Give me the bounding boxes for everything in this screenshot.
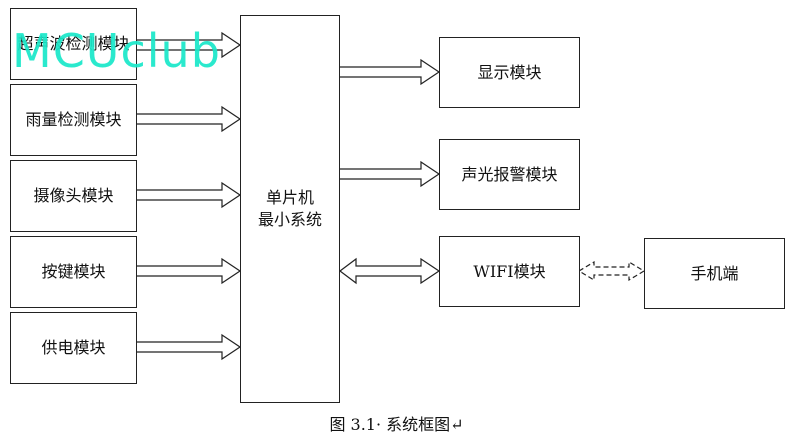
camera-module-box: 摄像头模块 — [10, 160, 137, 232]
alarm-module-box: 声光报警模块 — [439, 139, 580, 210]
phone-label: 手机端 — [690, 263, 739, 283]
ultrasonic-module-box: 超声波检测模块 — [10, 8, 137, 80]
figure-caption: 图 3.1· 系统框图↵ — [329, 415, 464, 434]
arrow-mcu-wifi-bidirectional — [339, 257, 441, 285]
phone-box: 手机端 — [644, 238, 785, 309]
keys-module-label: 按键模块 — [41, 262, 106, 281]
arrow-camera-to-mcu — [136, 181, 242, 209]
power-module-box: 供电模块 — [10, 312, 137, 384]
mcu-label-line2: 最小系统 — [257, 210, 322, 229]
keys-module-box: 按键模块 — [10, 236, 137, 308]
alarm-module-label: 声光报警模块 — [461, 164, 558, 184]
display-module-label: 显示模块 — [477, 62, 542, 82]
wifi-module-label: WIFI模块 — [473, 261, 546, 281]
mcu-label-line1: 单片机 — [265, 188, 314, 207]
arrow-mcu-to-display — [340, 58, 441, 86]
rain-module-box: 雨量检测模块 — [10, 84, 137, 156]
rain-module-label: 雨量检测模块 — [25, 110, 122, 129]
mcuclub-watermark: MCUclub — [12, 24, 221, 78]
mcu-system-box: 单片机 最小系统 — [240, 15, 340, 403]
power-module-label: 供电模块 — [41, 338, 106, 357]
ultrasonic-module-label: 超声波检测模块 — [17, 34, 130, 53]
arrow-rain-to-mcu — [136, 105, 242, 133]
arrow-mcu-to-alarm — [340, 160, 441, 188]
camera-module-label: 摄像头模块 — [33, 186, 114, 205]
wifi-module-box: WIFI模块 — [439, 236, 580, 307]
display-module-box: 显示模块 — [439, 37, 580, 108]
arrow-wifi-phone-dashed — [577, 260, 646, 282]
arrow-keys-to-mcu — [136, 257, 242, 285]
arrow-power-to-mcu — [136, 333, 242, 361]
